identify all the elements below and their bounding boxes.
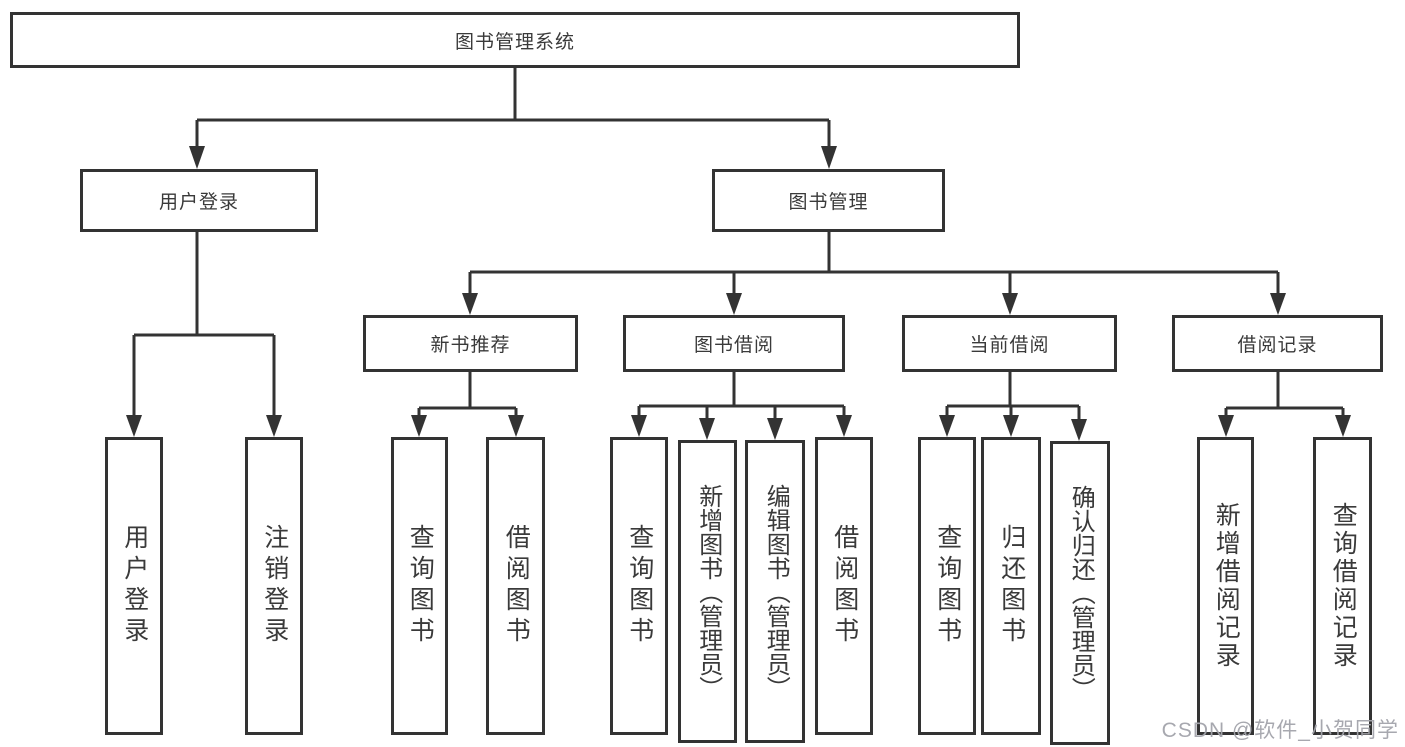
node-label: 图书管理系统	[454, 31, 575, 53]
leaf-label: 归还图书	[997, 524, 1026, 648]
node-label: 图书管理	[788, 192, 869, 213]
leaf-br-add-borrow-record: 新增借阅记录	[1197, 437, 1254, 735]
leaf-cb-confirm-return-admin: 确认归还（管理员）	[1050, 441, 1110, 745]
leaf-br-query-borrow-record: 查询借阅记录	[1313, 437, 1372, 735]
node-label: 新书推荐	[430, 335, 511, 356]
node-library-management-system: 图书管理系统	[10, 12, 1020, 68]
leaf-bb-edit-books-admin: 编辑图书（管理员）	[745, 440, 805, 743]
node-new-book-recommend: 新书推荐	[363, 315, 578, 372]
arrowheads	[126, 146, 1351, 441]
leaf-label: 查询图书	[406, 524, 435, 648]
leaf-label: 注销登录	[260, 524, 289, 648]
leaf-nbr-query-books: 查询图书	[391, 437, 448, 735]
leaf-bb-query-books: 查询图书	[610, 437, 668, 735]
node-label: 图书借阅	[693, 335, 774, 356]
leaf-label: 查询图书	[933, 524, 962, 648]
leaf-label: 新增借阅记录	[1212, 502, 1241, 670]
csdn-watermark: CSDN @软件_小贺同学	[1161, 719, 1399, 742]
node-book-management: 图书管理	[712, 169, 945, 232]
node-book-borrowing: 图书借阅	[623, 315, 845, 372]
leaf-label: 用户登录	[120, 524, 149, 648]
leaf-label: 借阅图书	[502, 524, 531, 648]
leaf-label: 编辑图书（管理员）	[762, 483, 790, 700]
leaf-label: 借阅图书	[830, 524, 859, 648]
node-current-borrowing: 当前借阅	[902, 315, 1117, 372]
node-borrowing-records: 借阅记录	[1172, 315, 1383, 372]
leaf-nbr-borrow-books: 借阅图书	[486, 437, 545, 735]
node-label: 借阅记录	[1237, 335, 1318, 356]
leaf-label: 确认归还（管理员）	[1067, 485, 1095, 701]
leaf-cb-return-books: 归还图书	[981, 437, 1041, 735]
leaf-bb-add-books-admin: 新增图书（管理员）	[678, 440, 737, 743]
leaf-user-login: 用户登录	[105, 437, 163, 735]
leaf-label: 查询图书	[625, 524, 654, 648]
leaf-bb-borrow-books: 借阅图书	[815, 437, 873, 735]
node-user-login-group: 用户登录	[80, 169, 318, 232]
leaf-cb-query-books: 查询图书	[918, 437, 976, 735]
leaf-logout-login: 注销登录	[245, 437, 303, 735]
node-label: 用户登录	[158, 192, 239, 213]
node-label: 当前借阅	[969, 335, 1050, 356]
leaf-label: 新增图书（管理员）	[694, 483, 722, 700]
leaf-label: 查询借阅记录	[1329, 502, 1358, 670]
